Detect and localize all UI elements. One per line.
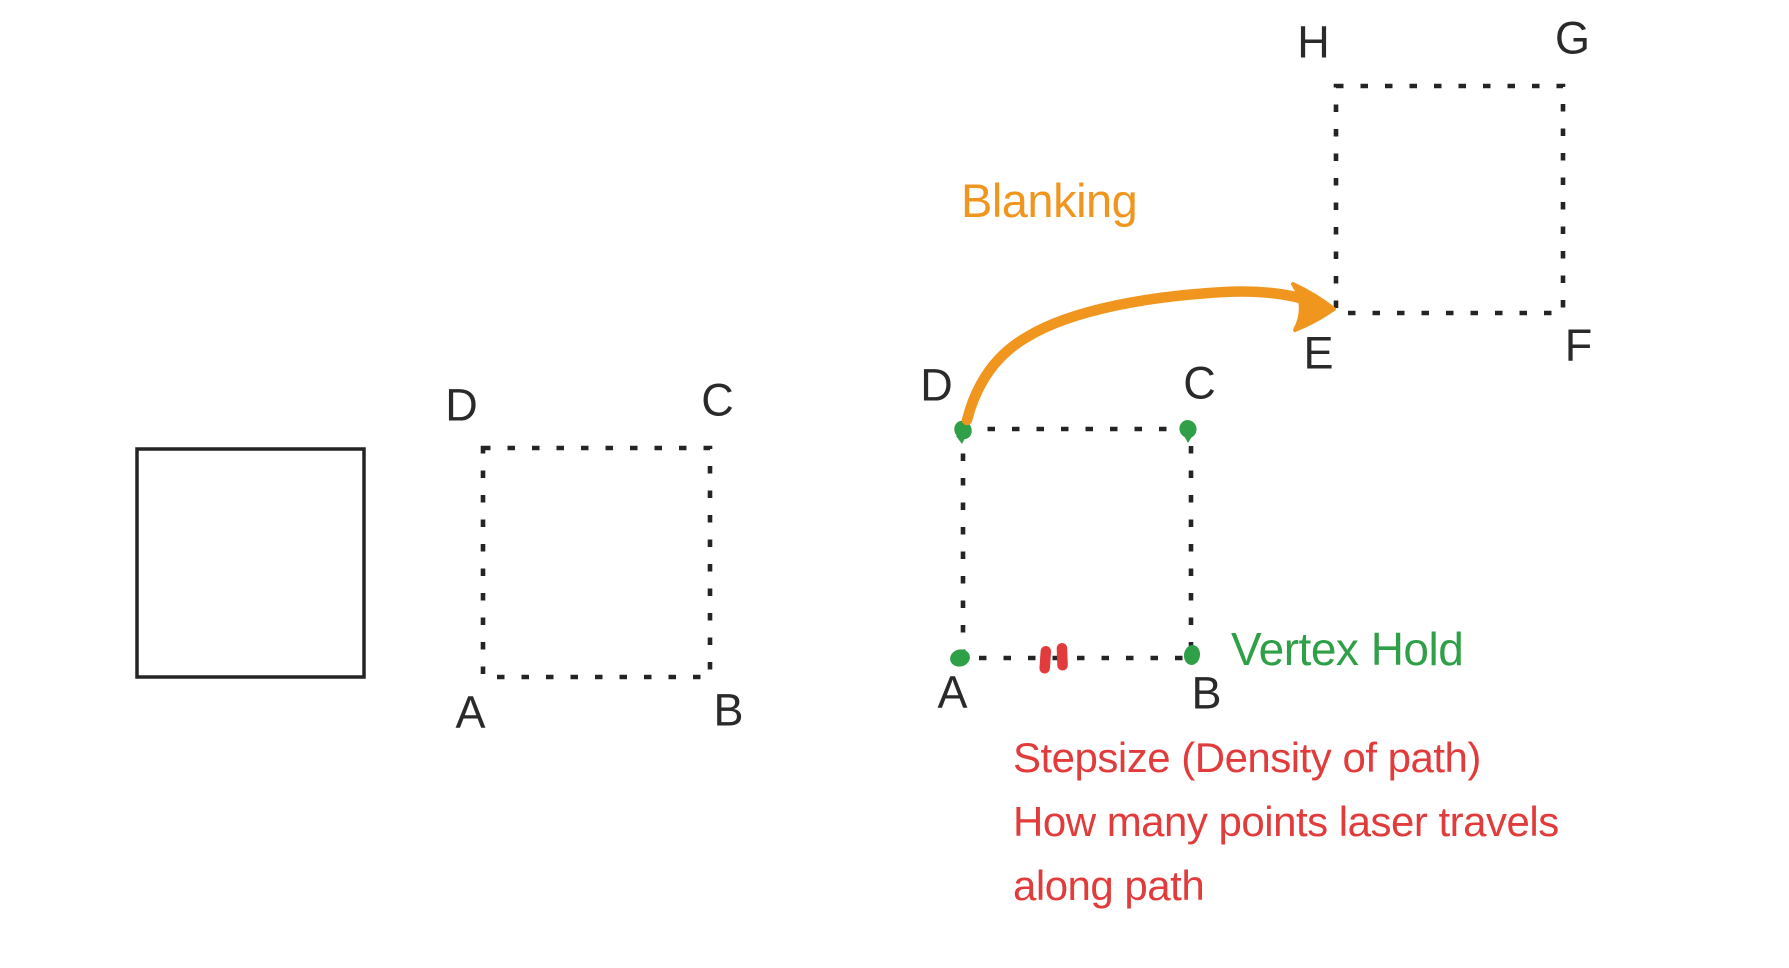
label-square2-d: D	[445, 379, 477, 431]
label-square2-a: A	[455, 686, 485, 738]
blanking-arrow	[961, 282, 1336, 426]
dotted-square-abcd	[480, 445, 713, 680]
stepsize-note-line1: Stepsize (Density of path)	[1013, 734, 1481, 781]
label-square4-g: G	[1554, 12, 1590, 64]
stepsize-marks	[1039, 642, 1068, 674]
blanking-label: Blanking	[961, 174, 1138, 227]
blanking-arrow-shaft	[961, 286, 1313, 426]
label-square3-d: D	[920, 359, 952, 411]
label-square4-f: F	[1564, 319, 1592, 371]
solid-square	[135, 447, 366, 679]
blanking-arrow-head	[1291, 282, 1336, 332]
vertex-dot-b	[1183, 645, 1201, 665]
vertex-hold-label: Vertex Hold	[1231, 623, 1464, 675]
dotted-square-vertex-hold	[960, 426, 1194, 661]
dotted-square-efgh	[1333, 83, 1566, 316]
label-square3-c: C	[1183, 357, 1215, 409]
vertex-dot-a	[950, 649, 970, 667]
vertex-dot-c-tail	[1183, 434, 1193, 443]
vertex-dot-c	[1179, 420, 1197, 438]
label-square4-h: H	[1297, 16, 1329, 68]
vertex-hold-dots	[950, 420, 1201, 667]
vertex-dot-d	[954, 420, 972, 440]
vertex-dot-d-tail	[956, 436, 966, 444]
label-square3-a: A	[937, 666, 967, 718]
stepsize-note: Stepsize (Density of path) How many poin…	[1013, 726, 1559, 918]
label-square2-b: B	[713, 684, 743, 736]
label-square4-e: E	[1303, 327, 1333, 379]
stepsize-mark-2	[1056, 642, 1068, 671]
label-square2-c: C	[701, 374, 733, 426]
stepsize-mark-1	[1039, 646, 1052, 674]
stepsize-note-line2: How many points laser travels	[1013, 798, 1559, 845]
stepsize-note-line3: along path	[1013, 862, 1205, 909]
label-square3-b: B	[1191, 667, 1221, 719]
